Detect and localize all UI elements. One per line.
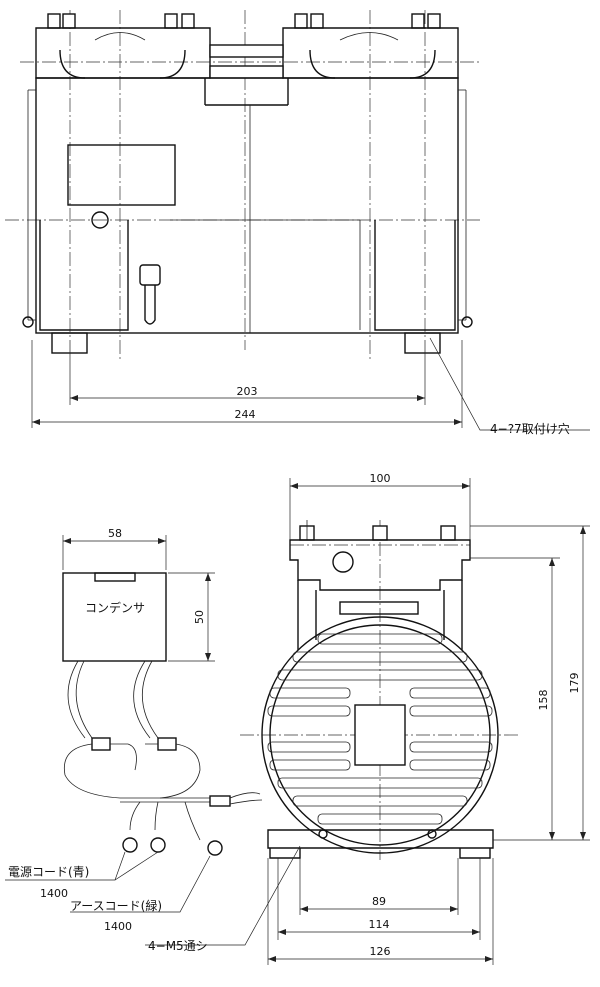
top-head-left [35,27,211,79]
screw-left [91,211,109,229]
power-cord-label: 電源コード(青) [8,865,89,879]
toggle-switch-lever [144,285,156,325]
power-cord-length: 1400 [40,887,68,900]
capacitor-label: コンデンサ [85,600,145,615]
dim-114-text: 114 [369,918,390,931]
head-arc-right [339,32,399,41]
base-screw-right [427,829,437,839]
foot-left [51,332,88,354]
ring-terminals [122,801,223,856]
head-cutout-right [309,49,436,79]
side-slot [339,601,419,615]
block-left [39,220,129,331]
dim-89-text: 89 [372,895,386,908]
dim-203-text: 203 [237,385,258,398]
crimp-sleeve-2 [157,737,177,751]
dim-244-text: 244 [235,408,256,421]
dim-179-text: 179 [568,673,581,694]
capacitor-wires [63,660,263,807]
top-bolt-heads [47,13,441,29]
side-ribs-left [27,89,36,321]
dim-158-text: 158 [537,690,550,711]
foot-right [404,332,441,354]
side-port [332,551,354,573]
hole-note: 4−?7取付け穴 [490,421,570,436]
nameplate [67,144,176,206]
thread-note: 4−M5通シ [148,939,208,953]
connecting-tube-bottom [209,65,284,79]
head-arc-left [94,32,146,41]
terminal-earth [207,840,223,856]
top-main-body [35,77,459,334]
base-screw-left [318,829,328,839]
side-head [289,539,471,591]
capacitor-body [62,572,167,662]
top-head-right [282,27,459,79]
connecting-tube-top [209,44,284,58]
motor-housing-outer [261,616,499,854]
dim-50-text: 50 [193,610,206,624]
corner-screw-left [22,316,34,328]
dim-126-text: 126 [370,945,391,958]
side-base [267,829,494,849]
dim-58-text: 58 [108,527,122,540]
toggle-switch-base [139,264,161,286]
crimp-sleeve-1 [91,737,111,751]
cooling-fins [267,633,493,825]
dim-100-text: 100 [370,472,391,485]
motor-housing-inner [269,624,491,846]
capacitor-tab [94,572,136,582]
thread-leader-line [145,845,301,946]
capacitor-view: コンデンサ 58 50 [5,527,263,933]
terminal-power-2 [150,837,166,853]
earth-cord-label: アースコード(緑) [70,898,162,913]
corner-screw-right [461,316,473,328]
top-view: 203 244 4−?7取付け穴 [5,10,590,436]
hole-leader-line [429,337,590,431]
block-right [374,220,456,331]
head-cutout-left [59,49,186,79]
motor-center-plate [354,704,406,766]
earth-cord-length: 1400 [104,920,132,933]
terminal-power-1 [122,837,138,853]
side-view: 100 179 158 89 114 126 4−M5通シ [145,472,590,965]
side-ribs-right [458,89,467,321]
